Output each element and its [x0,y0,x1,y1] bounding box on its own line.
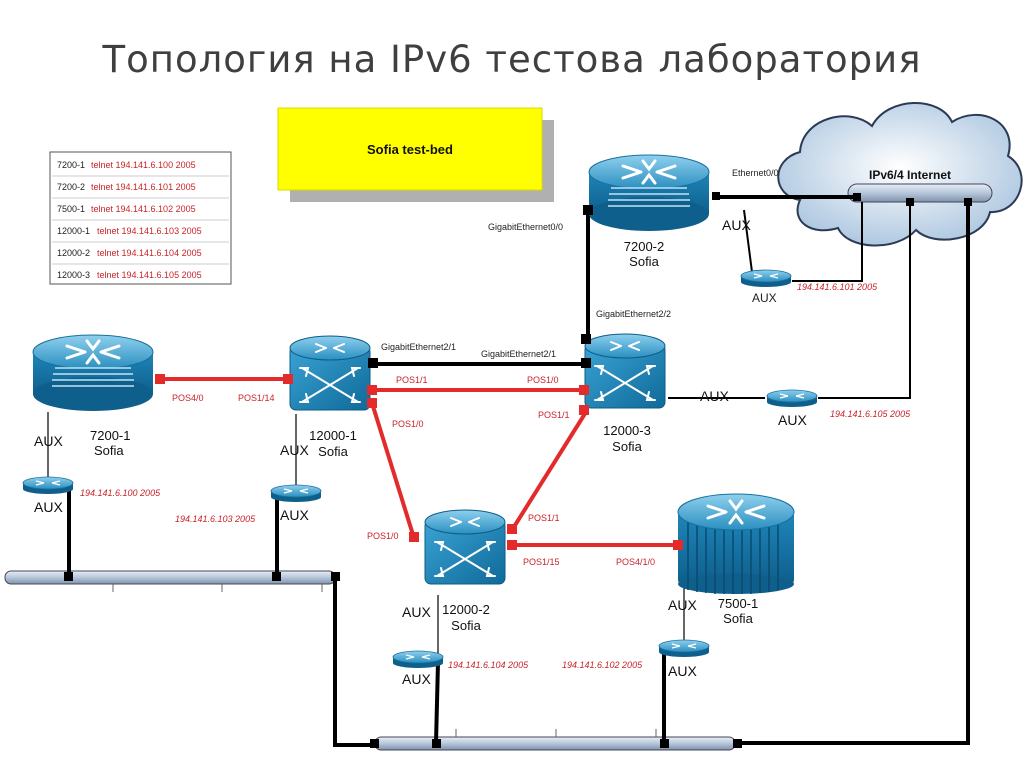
port-label: POS1/0 [392,419,424,429]
port-label: POS1/14 [238,393,275,403]
device-name: 7500-1 [718,596,758,611]
device-name: 12000-1 [309,428,357,443]
aux-router-7200-2[interactable] [740,269,792,288]
aux-router-7200-1[interactable] [22,476,74,495]
telnet-row: 7200-2 telnet 194.141.6.101 2005 [57,182,196,192]
port-label: Ethernet0/0 [732,168,779,178]
aux-label: AUX [402,671,431,687]
aux-label: AUX [402,604,431,620]
test-bed-title: Sofia test-bed [367,142,453,157]
telnet-row: 7200-1 telnet 194.141.6.100 2005 [57,160,196,170]
router-12000-3[interactable] [584,333,666,409]
port-label: POS4/0 [172,393,204,403]
router-7200-1[interactable] [31,333,155,413]
aux-router-12000-3[interactable] [766,389,818,408]
device-site: Sofia [451,618,481,633]
device-site: Sofia [629,254,659,269]
aux-label: AUX [34,499,63,515]
aux-label: AUX [280,442,309,458]
aux-label: AUX [778,412,807,428]
telnet-command: telnet 194.141.6.104 2005 [97,248,202,258]
cloud-label: IPv6/4 Internet [869,168,951,182]
aux-ip-label: 194.141.6.105 2005 [830,409,911,419]
internet-cloud: IPv6/4 Internet [777,102,1023,247]
aux-router-12000-1[interactable] [270,484,322,503]
telnet-command: telnet 194.141.6.103 2005 [97,226,202,236]
device-name: 7200-2 [624,239,664,254]
port-label: GigabitEthernet2/1 [481,349,556,359]
aux-ip-label: 194.141.6.100 2005 [80,488,161,498]
aux-label: AUX [280,507,309,523]
router-12000-1[interactable] [289,335,371,411]
router-7500-1[interactable] [677,493,795,594]
telnet-device: 12000-3 [57,270,90,280]
telnet-device: 7200-2 [57,182,85,192]
aux-label: AUX [752,291,777,305]
port-label: GigabitEthernet2/2 [596,309,671,319]
device-site: Sofia [612,439,642,454]
aux-router-12000-2[interactable] [392,650,444,669]
telnet-row: 12000-1 telnet 194.141.6.103 2005 [57,226,202,236]
slide-title: Топология на IPv6 тестова лаборатория [102,38,922,81]
aux-label: AUX [700,388,729,404]
mgmt-bus-bottom [374,736,736,751]
aux-ip-label: 194.141.6.103 2005 [175,514,256,524]
telnet-device: 7200-1 [57,160,85,170]
telnet-command: telnet 194.141.6.105 2005 [97,270,202,280]
internet-bus [847,183,993,203]
telnet-device: 12000-2 [57,248,90,258]
port-label: POS4/1/0 [616,557,655,567]
mgmt-bus-left [4,570,336,585]
port-label: GigabitEthernet2/1 [381,342,456,352]
telnet-command: telnet 194.141.6.100 2005 [91,160,196,170]
device-site: Sofia [318,444,348,459]
telnet-command: telnet 194.141.6.102 2005 [91,204,196,214]
device-name: 12000-2 [442,602,490,617]
port-label: POS1/0 [367,531,399,541]
port-label: POS1/1 [528,513,560,523]
aux-ip-label: 194.141.6.102 2005 [562,660,643,670]
aux-label: AUX [668,597,697,613]
aux-label: AUX [34,433,63,449]
aux-ip-label: 194.141.6.101 2005 [797,282,878,292]
port-label: POS1/15 [523,557,560,567]
device-name: 7200-1 [90,428,130,443]
port-label: GigabitEthernet0/0 [488,222,563,232]
telnet-row: 7500-1 telnet 194.141.6.102 2005 [57,204,196,214]
port-label: POS1/1 [396,375,428,385]
telnet-row: 12000-3 telnet 194.141.6.105 2005 [57,270,202,280]
router-12000-2[interactable] [424,509,506,585]
telnet-device: 12000-1 [57,226,90,236]
ethernet-links [67,195,970,747]
aux-router-7500-1[interactable] [658,639,710,658]
router-7200-2[interactable] [587,153,711,233]
port-label: POS1/1 [538,410,570,420]
telnet-access-table: 7200-1 telnet 194.141.6.100 2005 7200-2 … [49,151,232,285]
port-label: POS1/0 [527,375,559,385]
test-bed-banner: Sofia test-bed [277,107,554,202]
pos-links [160,377,678,547]
telnet-device: 7500-1 [57,204,85,214]
device-site: Sofia [723,611,753,626]
aux-label: AUX [668,663,697,679]
aux-ip-label: 194.141.6.104 2005 [448,660,529,670]
telnet-row: 12000-2 telnet 194.141.6.104 2005 [57,248,202,258]
device-name: 12000-3 [603,423,651,438]
device-site: Sofia [94,443,124,458]
aux-label: AUX [722,217,751,233]
telnet-command: telnet 194.141.6.101 2005 [91,182,196,192]
